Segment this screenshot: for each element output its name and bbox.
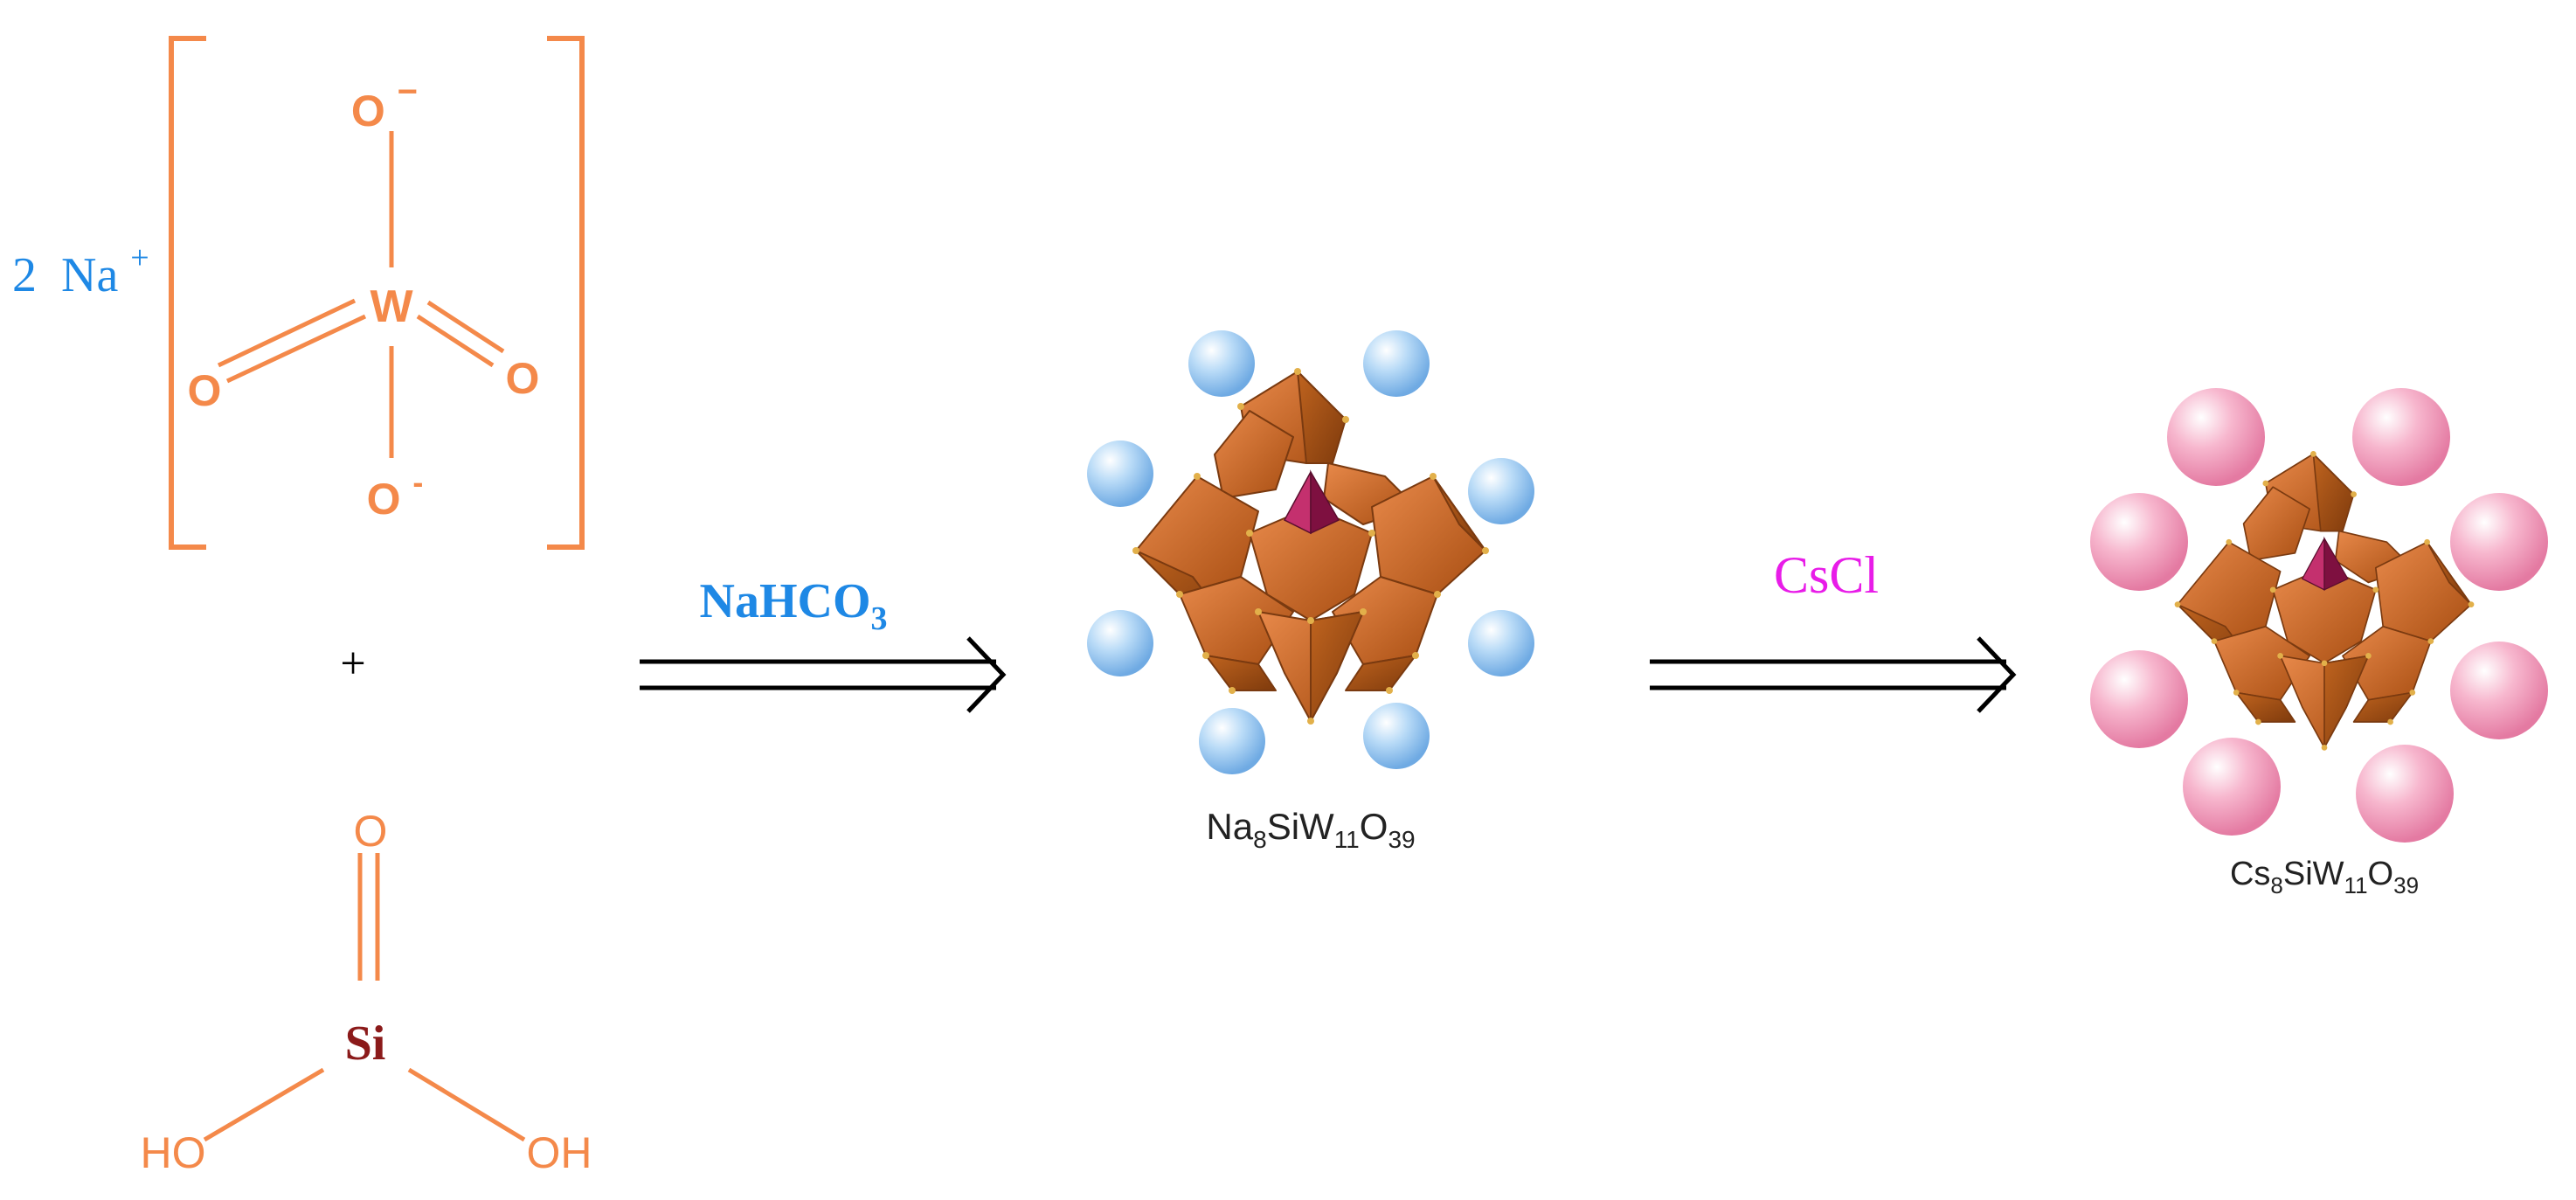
sodium-tungstate: 2 Na + W O − O - O O [12, 36, 585, 550]
cs-sphere-icon [2167, 388, 2265, 486]
silicic-right-group: OH [527, 1128, 592, 1177]
cs-sphere-icon [2356, 745, 2454, 843]
na-sphere-icon [1087, 610, 1153, 676]
cs-sphere-icon [2450, 493, 2548, 591]
tungstate-left-oxygen: O [188, 366, 222, 415]
product1: Na8SiW11O39 [1087, 330, 1534, 853]
product1-counterions [1087, 330, 1534, 774]
cation-count: 2 [12, 248, 37, 302]
product2-cluster-icon [2173, 450, 2476, 752]
tungstate-center-atom: W [370, 281, 413, 332]
product2-formula: Cs8SiW11O39 [2230, 856, 2419, 898]
tungstate-cation: 2 Na + [12, 239, 149, 302]
na-sphere-icon [1188, 330, 1255, 397]
tungstate-bottom-oxygen: O - [367, 464, 424, 524]
double-arrow-icon [640, 636, 1007, 713]
product1-cluster-icon [1132, 367, 1490, 725]
product2: Cs8SiW11O39 [2090, 388, 2548, 898]
plus-sign: + [340, 639, 365, 689]
tungstate-bonds [217, 131, 505, 458]
cs-sphere-icon [2090, 650, 2188, 748]
product2-counterions [2090, 388, 2548, 843]
left-bracket [169, 36, 206, 550]
silicic-top-oxygen: O [354, 807, 388, 856]
tungstate-top-oxygen: O − [351, 73, 418, 135]
na-sphere-icon [1087, 440, 1153, 507]
na-sphere-icon [1363, 703, 1430, 769]
step1-reagent: NaHCO3 [700, 574, 888, 637]
step2-reagent: CsCl [1774, 546, 1879, 604]
na-sphere-icon [1199, 708, 1265, 774]
na-sphere-icon [1363, 330, 1430, 397]
cs-sphere-icon [2183, 738, 2281, 836]
step1: NaHCO3 [640, 574, 1007, 713]
silicic-left-group: HO [141, 1128, 206, 1177]
cation-charge: + [130, 239, 149, 276]
cs-sphere-icon [2090, 493, 2188, 591]
cs-sphere-icon [2450, 642, 2548, 739]
step2: CsCl [1650, 546, 2017, 713]
na-sphere-icon [1468, 458, 1534, 524]
double-arrow-icon [1650, 636, 2017, 713]
na-sphere-icon [1468, 610, 1534, 676]
tungstate-right-oxygen: O [506, 354, 540, 403]
cs-sphere-icon [2352, 388, 2450, 486]
silicic-bonds [203, 853, 526, 1142]
right-bracket [547, 36, 585, 550]
product1-formula: Na8SiW11O39 [1206, 806, 1415, 853]
cation-symbol: Na [61, 248, 118, 302]
silicic-center-atom: Si [345, 1016, 386, 1071]
silicic-acid: O Si HO OH [141, 807, 592, 1177]
